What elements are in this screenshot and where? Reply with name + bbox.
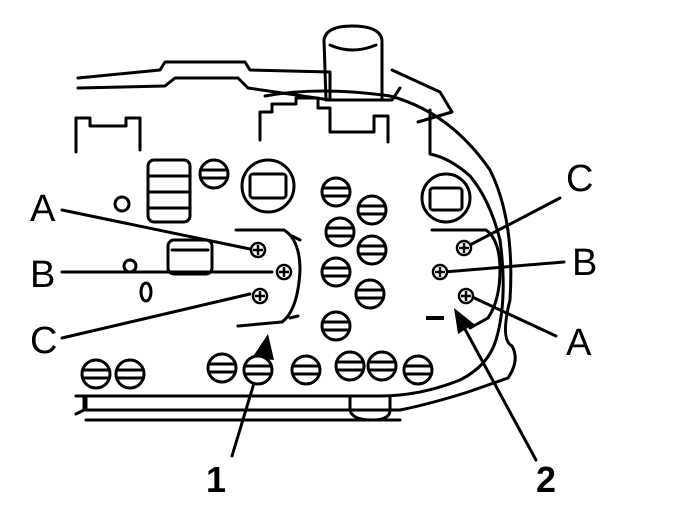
label-left-b: B (30, 254, 56, 296)
screw (249, 241, 267, 259)
hole (122, 258, 138, 274)
bottom-tab (348, 394, 392, 422)
contact-pad (366, 350, 398, 382)
contact-pad (242, 354, 274, 386)
top-knob (322, 24, 384, 102)
leader-right-b (442, 260, 566, 274)
screw (251, 287, 269, 305)
contact-pad (402, 354, 434, 386)
contact-pad (114, 358, 146, 390)
bracket-1 (234, 228, 302, 328)
label-right-a: A (566, 322, 592, 364)
label-right-b: B (572, 242, 598, 284)
contact-pad (206, 352, 238, 384)
bulb-socket-upper-left (240, 158, 296, 214)
connector-bracket-center (258, 96, 390, 144)
leader-right-c (466, 196, 562, 248)
contact-pad (198, 158, 230, 190)
screw (431, 263, 449, 281)
arrow-2 (454, 308, 474, 334)
bulb-holder-left (166, 238, 214, 276)
callout-2: 2 (536, 459, 557, 500)
leader-left-a (60, 208, 252, 251)
contact-pad (320, 256, 352, 288)
housing-top-rail (76, 76, 332, 102)
label-left-a: A (30, 188, 56, 230)
circuit-board-outline (84, 89, 517, 412)
arrow-1 (252, 334, 274, 360)
slot (139, 281, 153, 303)
bulb-socket-upper-right (420, 172, 472, 224)
label-right-c: C (566, 158, 594, 200)
leader-2 (458, 318, 538, 462)
hole (113, 195, 131, 213)
contact-pad (320, 310, 352, 342)
callout-1: 1 (206, 459, 227, 500)
screw (457, 287, 475, 305)
contact-pad (324, 216, 356, 248)
contact-pad (356, 234, 388, 266)
contact-pad (80, 358, 112, 390)
contact-pad (354, 278, 386, 310)
leader-right-a (468, 294, 558, 338)
top-tab (390, 68, 454, 124)
contact-pad (320, 176, 352, 208)
screw (275, 263, 293, 281)
label-left-c: C (30, 320, 58, 362)
leader-left-c (60, 292, 252, 340)
connector-bracket-left (74, 116, 142, 154)
contact-pad (334, 350, 366, 382)
contact-pad (290, 354, 322, 386)
contact-pad (356, 194, 388, 226)
screw (455, 239, 473, 257)
